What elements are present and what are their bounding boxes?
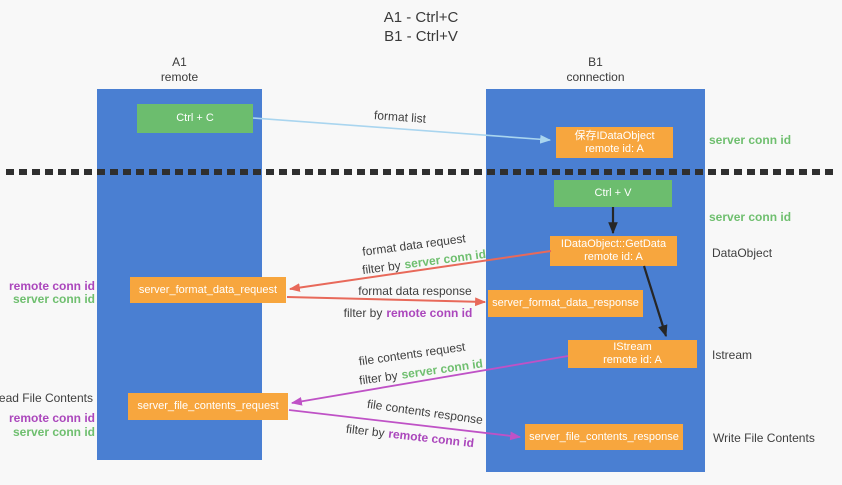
label-server-conn-id-right-top: server conn id [709,133,792,147]
node-istream-line1: IStream [613,341,652,353]
node-server-file-contents-request: server_file_contents_request [128,393,288,420]
label-dataobject: DataObject [712,246,773,260]
session-separator-line [6,169,834,175]
filter-by-text: filter by [358,368,399,388]
label-remote-conn-id-left-bottom: remote conn id [8,411,95,425]
label-server-conn-id-right-mid: server conn id [709,210,792,224]
node-istream-line2: remote id: A [603,354,662,366]
node-server-format-data-request: server_format_data_request [130,277,286,303]
node-file-request-label: server_file_contents_request [137,400,279,412]
label-file-contents-response: file contents response [366,396,484,428]
node-ctrl-v: Ctrl + V [554,180,672,207]
column-header-b1: B1 connection [486,55,705,85]
column-a1-subtitle: remote [160,70,199,84]
node-format-request-label: server_format_data_request [138,283,278,296]
filter-by-text: filter by [343,306,383,320]
title-line-1: A1 - Ctrl+C [383,9,459,26]
node-file-response-label: server_file_contents_response [529,430,679,443]
label-istream: Istream [712,348,753,362]
column-a1-name: A1 [172,55,187,69]
node-save-dataobject-line2: remote id: A [585,142,644,155]
node-save-dataobject-line1: 保存IDataObject [574,129,655,142]
filter-by-text: filter by [361,258,402,278]
label-remote-conn-id-left-top: remote conn id [8,279,95,293]
node-ctrl-v-label: Ctrl + V [594,187,632,199]
node-ctrl-c-label: Ctrl + C [176,112,214,124]
diagram-title: A1 - Ctrl+C B1 - Ctrl+V [0,8,842,46]
node-idataobject-getdata: IDataObject::GetData remote id: A [550,236,677,266]
node-getdata-line2: remote id: A [584,251,643,263]
label-server-conn-id-left-bottom: server conn id [12,425,95,439]
label-server-conn-id-left-top: server conn id [12,292,95,306]
column-b1-subtitle: connection [566,70,625,84]
node-server-format-data-response: server_format_data_response [488,290,643,317]
node-server-file-contents-response: server_file_contents_response [525,424,683,450]
remote-conn-id-text: remote conn id [386,306,473,320]
label-write-file-contents: Write File Contents [713,431,815,445]
node-istream: IStream remote id: A [568,340,697,368]
node-format-response-label: server_format_data_response [492,297,639,309]
title-line-2: B1 - Ctrl+V [384,28,458,45]
label-format-data-response: format data response [358,284,472,298]
column-b1-name: B1 [588,55,603,69]
remote-conn-id-text: remote conn id [387,426,475,451]
filter-by-text: filter by [345,421,386,441]
label-read-file-contents: Read File Contents [0,391,93,405]
label-format-list: format list [373,108,427,126]
node-save-dataobject: 保存IDataObject remote id: A [556,127,673,158]
node-getdata-line1: IDataObject::GetData [560,238,667,250]
node-ctrl-c: Ctrl + C [137,104,253,133]
column-header-a1: A1 remote [97,55,262,85]
